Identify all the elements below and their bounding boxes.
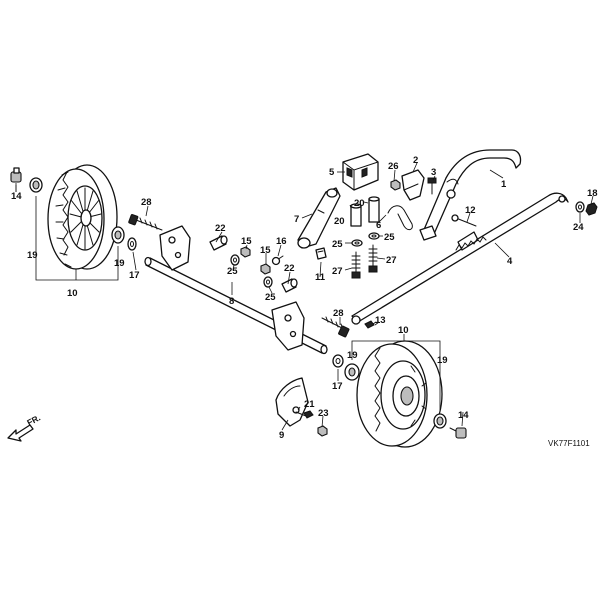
pin-12 (451, 214, 477, 227)
washer-25-right (263, 276, 273, 288)
connecting-rod (351, 192, 569, 325)
height-lever (419, 149, 522, 241)
callout-22-upper: 22 (215, 223, 226, 234)
callout-12: 12 (465, 205, 476, 216)
callout-8: 8 (229, 296, 234, 307)
spring-6 (387, 205, 413, 231)
left-wheel-bearing-19-outer (29, 177, 43, 193)
callout-13: 13 (375, 315, 386, 326)
bolt-21 (295, 410, 314, 419)
right-axle-bracket (271, 301, 305, 351)
washer-25-center-right (368, 232, 380, 240)
callout-20-left: 20 (334, 216, 345, 227)
washer-24 (575, 201, 585, 213)
callout-10-right: 10 (398, 325, 409, 336)
collar-20-right (368, 196, 380, 223)
right-washer-17 (332, 354, 344, 368)
nut-15-left (240, 246, 251, 258)
nut-23 (317, 425, 328, 437)
callout-16: 16 (276, 236, 287, 247)
left-axle-bracket (159, 225, 191, 271)
callout-9: 9 (279, 430, 284, 441)
callout-labels: 1 2 3 4 5 6 7 8 9 10 10 11 12 13 14 14 1… (11, 155, 598, 441)
bolt-18 (585, 202, 598, 216)
bolt-28-right (321, 316, 350, 338)
callout-10-left: 10 (67, 288, 78, 299)
collar-22-lower (281, 278, 298, 293)
callout-17-left: 17 (129, 270, 140, 281)
clip-11 (315, 247, 327, 260)
callout-3: 3 (431, 167, 436, 178)
callout-25-left: 25 (227, 266, 238, 277)
left-wheel-bolt-14 (10, 167, 22, 183)
callout-20-right: 20 (354, 198, 365, 209)
screw-16 (271, 255, 284, 266)
callout-27-left: 27 (332, 266, 343, 277)
left-rear-wheel (47, 164, 118, 270)
right-wheel-bearing-19-outer (433, 413, 447, 429)
callout-19-right-inner: 19 (347, 350, 358, 361)
left-washer-17 (127, 237, 137, 251)
callout-18: 18 (587, 188, 598, 199)
front-direction-arrow: FR. (7, 413, 42, 442)
holder-5 (342, 153, 379, 191)
callout-5: 5 (329, 167, 335, 178)
callout-22-lower: 22 (284, 263, 295, 274)
left-wheel-bearing-19-inner (111, 226, 125, 244)
callout-23: 23 (318, 408, 329, 419)
nut-15-right (260, 263, 271, 275)
callout-27-right: 27 (386, 255, 397, 266)
callout-7: 7 (294, 214, 299, 225)
washer-25-center-left (351, 239, 363, 247)
front-direction-label: FR. (25, 413, 42, 428)
callout-14-right: 14 (458, 410, 469, 421)
callout-4: 4 (507, 256, 513, 267)
callout-25-center-right: 25 (384, 232, 395, 243)
callout-15-right: 15 (260, 245, 271, 256)
leader-lines (15, 162, 594, 431)
callout-25-right: 25 (265, 292, 276, 303)
callout-1: 1 (501, 179, 507, 190)
right-rear-wheel (356, 340, 443, 448)
diagram-code: VK77F1101 (548, 439, 590, 448)
bracket-2 (401, 169, 425, 201)
callout-19-left-inner: 19 (114, 258, 125, 269)
nut-26 (390, 179, 401, 191)
washer-25-left (230, 254, 240, 266)
screw-13 (364, 320, 377, 329)
right-wheel-bolt-14 (449, 427, 467, 439)
bolt-3 (427, 177, 437, 195)
callout-15-left: 15 (241, 236, 252, 247)
callout-2: 2 (413, 155, 418, 166)
callout-26: 26 (388, 161, 399, 172)
collar-20-left (350, 203, 362, 227)
callout-25-center-left: 25 (332, 239, 343, 250)
callout-6: 6 (376, 220, 381, 231)
callout-28-left: 28 (141, 197, 152, 208)
bolt-27-left (351, 251, 361, 279)
bolt-28-left (128, 213, 163, 231)
height-adjust-arm (297, 187, 341, 249)
callout-19-right-outer: 19 (437, 355, 448, 366)
callout-21: 21 (304, 399, 315, 410)
callout-17-right: 17 (332, 381, 343, 392)
callout-19-left-outer: 19 (27, 250, 38, 261)
callout-11: 11 (315, 272, 326, 283)
bolt-27-right (368, 244, 378, 273)
callout-28-right: 28 (333, 308, 344, 319)
callout-14-left: 14 (11, 191, 22, 202)
callout-24: 24 (573, 222, 584, 233)
right-wheel-bearing-19-inner (344, 363, 360, 381)
